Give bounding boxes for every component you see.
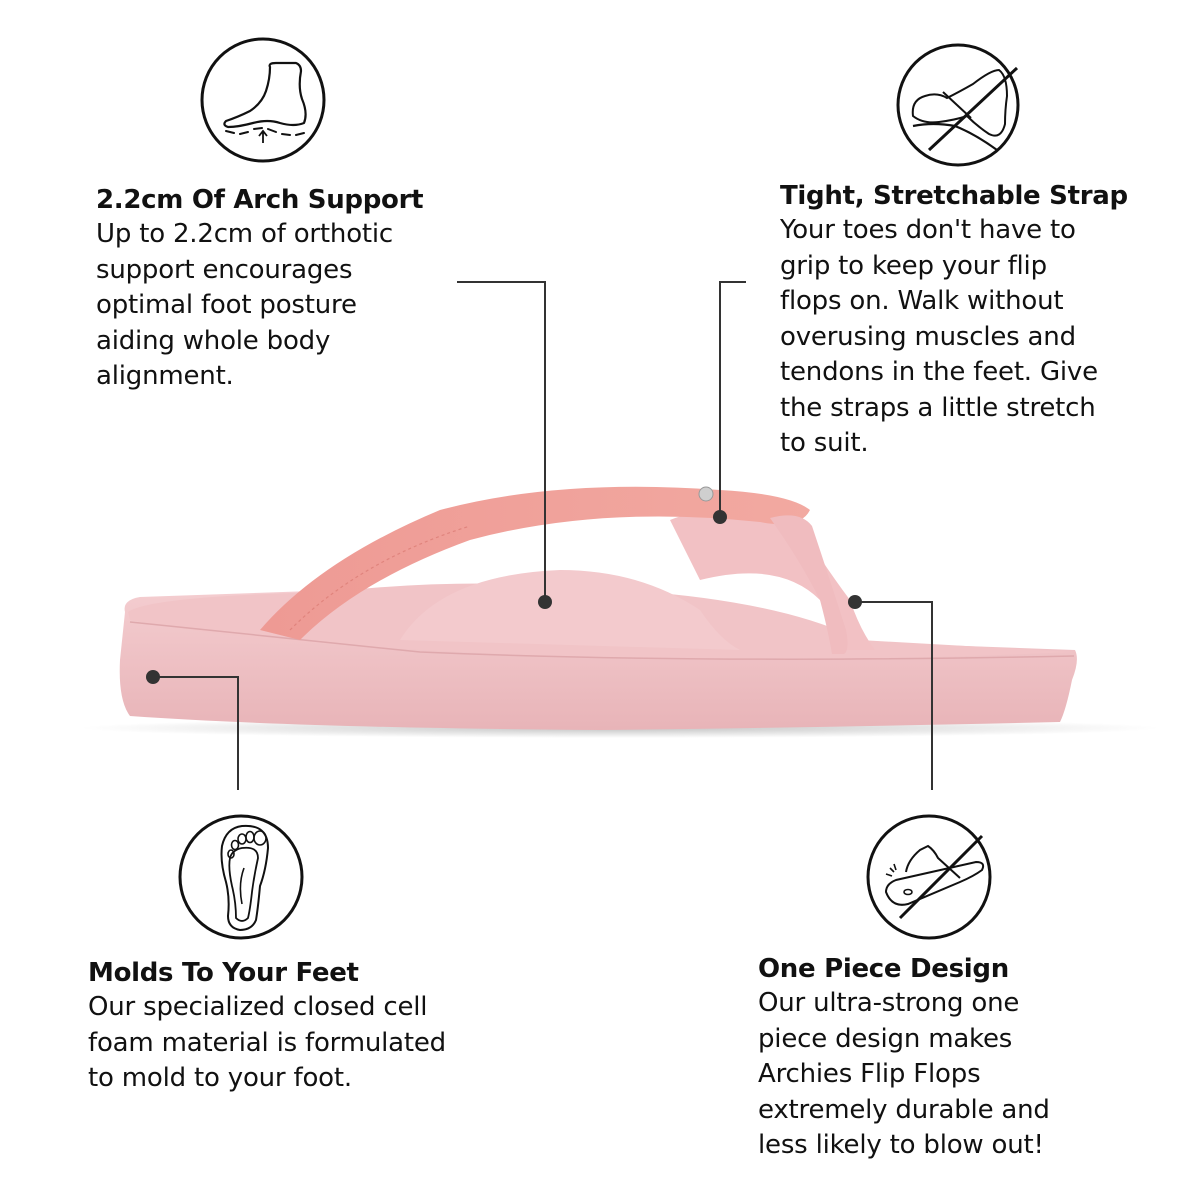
no-toe-grip-icon <box>896 43 1020 167</box>
feature-description: Your toes don't have to grip to keep you… <box>780 215 1098 458</box>
feature-description: Up to 2.2cm of orthotic support encourag… <box>96 219 394 391</box>
feature-description: Our ultra-strong one piece design makes … <box>758 988 1050 1160</box>
feature-title: Tight, Stretchable Strap <box>780 181 1128 211</box>
feature-description: Our specialized closed cell foam materia… <box>88 992 446 1093</box>
feature-title: One Piece Design <box>758 954 1009 984</box>
feature-title: 2.2cm Of Arch Support <box>96 185 424 215</box>
feature-title: Molds To Your Feet <box>88 958 359 988</box>
feature-molds: Molds To Your Feet Our specialized close… <box>88 956 446 1097</box>
footprint-icon <box>178 814 304 940</box>
flip-flop-image <box>80 486 1160 738</box>
feature-strap: Tight, Stretchable Strap Your toes don't… <box>780 179 1128 462</box>
foot-arch-icon <box>200 37 326 163</box>
feature-one-piece: One Piece Design Our ultra-strong one pi… <box>758 952 1050 1164</box>
no-blowout-icon <box>866 814 992 940</box>
feature-arch-support: 2.2cm Of Arch Support Up to 2.2cm of ort… <box>96 183 424 395</box>
